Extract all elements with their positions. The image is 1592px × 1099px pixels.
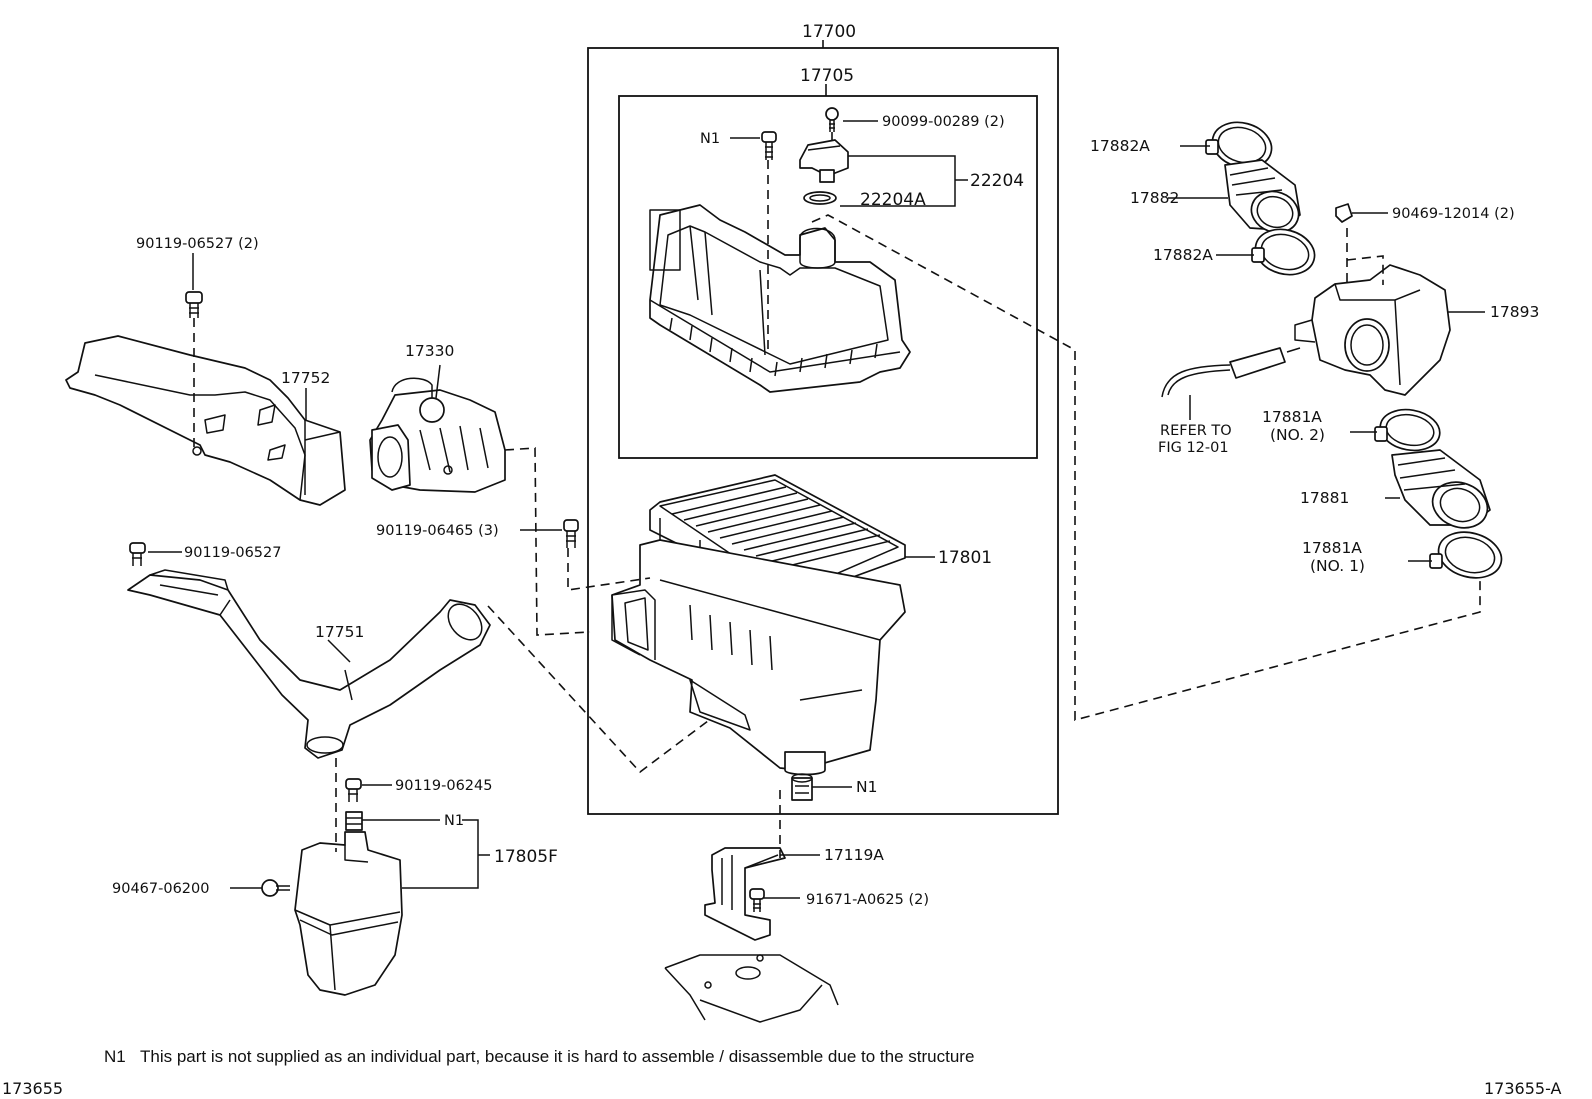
label-90099-00289: 90099-00289 (2) <box>882 114 1005 130</box>
label-n1-top: N1 <box>700 131 720 147</box>
label-17801: 17801 <box>938 548 992 568</box>
label-17881a-no2: 17881A <box>1262 408 1322 426</box>
resonator-17805f-drawing <box>294 831 403 996</box>
clip-90467-drawing <box>261 879 290 897</box>
leader-lines <box>148 120 1485 899</box>
diagram-id-left: 173655 <box>2 1079 63 1098</box>
label-17881a-no1-sub: (NO. 1) <box>1310 557 1365 575</box>
label-17752: 17752 <box>281 369 330 387</box>
label-17805f: 17805F <box>494 847 558 867</box>
clamp-17882a-top-drawing <box>1205 121 1273 169</box>
label-refer-to: REFER TO <box>1160 423 1232 439</box>
label-22204: 22204 <box>970 171 1024 191</box>
clamp-17881a-no2-drawing <box>1374 408 1441 452</box>
screw-90099-drawing <box>825 107 839 132</box>
footnote-text: This part is not supplied as an individu… <box>140 1047 974 1066</box>
label-17882: 17882 <box>1130 189 1179 207</box>
screw-90119-06465-drawing <box>563 519 579 548</box>
bolt-91671-drawing <box>749 888 765 912</box>
assembly-17705-box <box>618 84 1038 459</box>
screw-90119-06527-drawing <box>129 542 146 566</box>
assembly-dashed-lines <box>193 132 1481 858</box>
vacuum-hose-drawing <box>1161 347 1301 398</box>
label-n1-left: N1 <box>444 813 464 829</box>
clip-90469-drawing <box>1335 203 1353 223</box>
mass-air-flow-sensor-drawing <box>799 139 849 205</box>
label-17705: 17705 <box>800 66 854 86</box>
label-90119-06245: 90119-06245 <box>395 778 493 794</box>
diagram-id-right: 173655-A <box>1484 1079 1562 1098</box>
label-17882a-top: 17882A <box>1090 137 1150 155</box>
label-17330: 17330 <box>405 342 454 360</box>
air-cleaner-case-drawing <box>611 539 906 776</box>
label-17882a-bottom: 17882A <box>1153 246 1213 264</box>
label-17881a-no2-sub: (NO. 2) <box>1270 426 1325 444</box>
label-17700: 17700 <box>802 22 856 42</box>
bracket-17119a-drawing <box>704 847 786 941</box>
label-refer-fig: FIG 12-01 <box>1158 440 1229 456</box>
screw-90119-06527-2-drawing <box>185 291 203 318</box>
label-17893: 17893 <box>1490 303 1539 321</box>
footnote-marker: N1 <box>104 1047 126 1066</box>
label-17751: 17751 <box>315 623 364 641</box>
assembly-17700-box <box>587 40 1059 815</box>
label-90469-12014: 90469-12014 (2) <box>1392 206 1515 222</box>
clamp-17882a-bottom-drawing <box>1251 228 1316 276</box>
label-22204a: 22204A <box>860 190 926 210</box>
label-17881: 17881 <box>1300 489 1349 507</box>
label-91671-a0625: 91671-A0625 (2) <box>806 892 929 908</box>
part-number-labels: 17700 17705 90099-00289 (2) N1 22204 222… <box>112 22 1539 908</box>
label-90119-06527-2: 90119-06527 (2) <box>136 236 259 252</box>
hose-17881-drawing <box>1391 449 1491 529</box>
label-90119-06465: 90119-06465 (3) <box>376 523 499 539</box>
grommet-n1-left-drawing <box>345 811 363 831</box>
throttle-body-17330-drawing <box>369 377 506 493</box>
label-90467-06200: 90467-06200 <box>112 881 210 897</box>
inlet-duct-17751-drawing <box>127 569 491 759</box>
label-n1-right: N1 <box>856 778 877 796</box>
label-90119-06527: 90119-06527 <box>184 545 282 561</box>
grommet-n1-right-drawing <box>791 773 813 801</box>
hose-17882-drawing <box>1224 159 1301 234</box>
air-cleaner-cap-drawing <box>649 204 911 393</box>
label-17881a-no1: 17881A <box>1302 539 1362 557</box>
label-17119a: 17119A <box>824 846 884 864</box>
air-inlet-17752-drawing <box>65 335 346 506</box>
clamp-17881a-no1-drawing <box>1429 531 1503 579</box>
resonator-17893-drawing <box>1294 264 1451 396</box>
screw-n1-top-drawing <box>761 131 777 160</box>
screw-90119-06245-drawing <box>345 778 362 802</box>
body-panel-drawing <box>664 954 839 1023</box>
